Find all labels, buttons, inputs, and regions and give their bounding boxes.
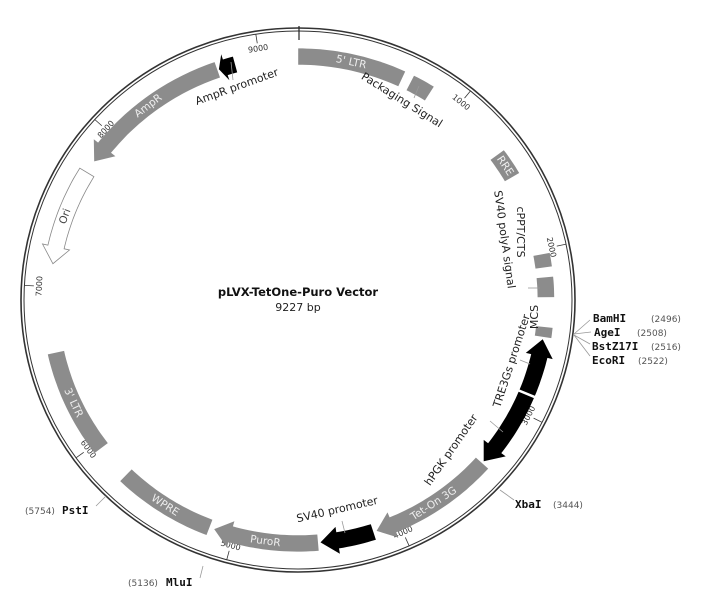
label-sv40-promoter: SV40 promoter <box>295 494 379 525</box>
feature-ampr[interactable] <box>93 62 220 162</box>
feature-sv40-polya-signal[interactable] <box>536 276 555 298</box>
backbone-inner <box>23 30 573 570</box>
tick-mark <box>226 550 230 561</box>
label-ori: Ori <box>57 207 74 226</box>
tick-label: 9000 <box>247 43 269 55</box>
site-mlui[interactable]: MluI <box>166 576 193 589</box>
feature-ori[interactable] <box>41 167 95 265</box>
feature-ampr-promoter[interactable] <box>218 54 238 81</box>
tick-mark <box>556 243 567 247</box>
feature-puror[interactable] <box>214 521 319 552</box>
tick-label: 2000 <box>545 236 558 258</box>
site-psti[interactable]: PstI <box>62 504 89 517</box>
feature-tet-on-3g[interactable] <box>376 457 489 538</box>
backbone-outer <box>20 27 576 573</box>
tick-mark <box>75 452 84 459</box>
tick-label: 1000 <box>450 92 471 112</box>
label-sv40-polya: SV40 polyA signal <box>491 190 518 290</box>
tick-mark <box>464 90 471 99</box>
site-ecori-pos: (2522) <box>638 357 668 367</box>
tick-mark <box>404 537 410 547</box>
site-bstz17i-pos: (2516) <box>651 343 681 353</box>
feature-packaging-signal[interactable] <box>406 75 434 101</box>
site-bamhi-pos: (2496) <box>651 315 681 325</box>
feature-mcs[interactable] <box>534 326 553 339</box>
tick-mark <box>24 284 34 287</box>
feature-wpre[interactable] <box>120 469 213 535</box>
tick-mark <box>533 417 543 423</box>
site-xbai[interactable]: XbaI <box>515 498 542 511</box>
tick-label: 7000 <box>34 276 44 297</box>
site-ecori[interactable]: EcoRI <box>592 354 625 367</box>
label-cppt-cts: cPPT/CTS <box>514 206 527 257</box>
label-tet-on-3g: Tet-On 3G <box>408 484 459 523</box>
feature-sv40-promoter[interactable] <box>320 524 376 554</box>
feature-5-ltr[interactable] <box>298 48 406 87</box>
feature-rre[interactable] <box>490 150 520 182</box>
site-mlui-pos: (5136) <box>128 579 158 589</box>
site-bamhi[interactable]: BamHI <box>593 312 626 325</box>
feature-tre3gs-promoter[interactable] <box>519 339 553 396</box>
tick-mark <box>255 33 258 44</box>
label-puror: PuroR <box>249 533 281 549</box>
site-agei[interactable]: AgeI <box>594 326 621 339</box>
feature-cppt-cts[interactable] <box>533 252 552 269</box>
site-xbai-pos: (3444) <box>553 501 583 511</box>
label-mcs: MCS <box>528 305 541 329</box>
site-psti-pos: (5754) <box>25 507 55 517</box>
label-packaging-signal: Packaging Signal <box>359 70 445 130</box>
site-agei-pos: (2508) <box>637 329 667 339</box>
tick-mark <box>94 119 103 127</box>
map-title: pLVX-TetOne-Puro Vector <box>218 285 379 299</box>
feature-hpgk-promoter[interactable] <box>483 391 534 462</box>
feature-3-ltr[interactable] <box>47 350 108 453</box>
site-bstz17i[interactable]: BstZ17I <box>592 340 638 353</box>
map-size: 9227 bp <box>275 301 320 314</box>
